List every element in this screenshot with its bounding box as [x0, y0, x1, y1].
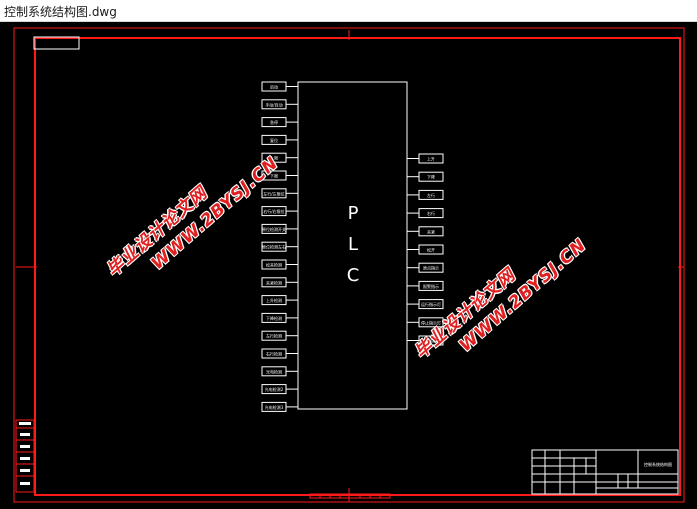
plc-input-13: 上升检测	[261, 295, 298, 306]
plc-input-3: 急停	[261, 117, 298, 128]
title-block: 控制系统结构图	[531, 449, 679, 495]
revision-column	[15, 419, 35, 493]
plc-input-16: 右行检测	[261, 348, 298, 359]
plc-input-label: 上升检测	[266, 297, 282, 303]
plc-input-label: 手动/自动	[265, 101, 282, 107]
plc-input-label: 启动	[270, 84, 278, 90]
drawing-canvas[interactable]: P L C 启动手动/自动急停复位上限下限左行/左限位右行/右限位原位检测开关原…	[0, 22, 697, 509]
window-title: 控制系统结构图.dwg	[4, 5, 117, 19]
plc-input-label: 下限	[270, 173, 278, 179]
plc-input-label: 下降检测	[266, 315, 282, 321]
plc-input-label: 光电检测2	[265, 386, 284, 392]
plc-output-label: 电源指示	[423, 338, 439, 344]
plc-block	[297, 81, 408, 410]
plc-input-11: 松夹检测	[261, 259, 298, 270]
plc-input-5: 上限	[261, 152, 298, 163]
plc-input-9: 原位检测开关	[261, 223, 298, 234]
drawing-number-box	[33, 36, 80, 50]
plc-input-label: 右行/右限位	[263, 208, 284, 214]
plc-output-label: 夹紧	[427, 228, 435, 234]
title-block-name: 控制系统结构图	[644, 461, 672, 467]
plc-output-7: 原点指示	[407, 262, 444, 273]
plc-output-3: 左行	[407, 189, 444, 200]
plc-input-7: 左行/左限位	[261, 188, 298, 199]
plc-output-2: 下降	[407, 171, 444, 182]
plc-output-1: 上升	[407, 153, 444, 164]
plc-input-label: 复位	[270, 137, 278, 143]
plc-input-label: 光电检测	[266, 368, 282, 374]
plc-output-label: 运行指示灯	[421, 301, 441, 307]
plc-output-label: 松开	[427, 247, 435, 253]
plc-input-10: 原位检测左右	[261, 241, 298, 252]
plc-output-5: 夹紧	[407, 226, 444, 237]
plc-output-label: 报警指示	[423, 283, 439, 289]
plc-input-label: 松夹检测	[266, 262, 282, 268]
plc-output-label: 停止指示灯	[421, 319, 441, 325]
plc-output-label: 原点指示	[423, 265, 439, 271]
plc-output-10: 停止指示灯	[407, 317, 444, 328]
plc-input-19: 光电检测3	[261, 401, 298, 412]
plc-input-label: 上限	[270, 155, 278, 161]
plc-input-label: 左行检测	[266, 333, 282, 339]
cad-drawing: P L C 启动手动/自动急停复位上限下限左行/左限位右行/右限位原位检测开关原…	[13, 27, 685, 503]
plc-output-11: 电源指示	[407, 335, 444, 346]
plc-input-4: 复位	[261, 134, 298, 145]
plc-output-label: 上升	[427, 156, 435, 162]
plc-output-6: 松开	[407, 244, 444, 255]
plc-inputs: 启动手动/自动急停复位上限下限左行/左限位右行/右限位原位检测开关原位检测左右松…	[261, 81, 298, 412]
plc-output-4: 右行	[407, 208, 444, 219]
plc-input-18: 光电检测2	[261, 384, 298, 395]
window-titlebar: 控制系统结构图.dwg	[0, 0, 697, 22]
plc-input-15: 左行检测	[261, 330, 298, 341]
plc-output-label: 下降	[427, 174, 435, 180]
plc-input-8: 右行/右限位	[261, 206, 298, 217]
plc-output-9: 运行指示灯	[407, 299, 444, 310]
plc-letter-l: L	[348, 234, 358, 255]
plc-input-12: 夹紧检测	[261, 277, 298, 288]
plc-input-label: 原位检测左右	[262, 244, 286, 250]
plc-input-6: 下限	[261, 170, 298, 181]
plc-output-label: 左行	[427, 192, 435, 198]
plc-input-label: 急停	[270, 119, 278, 125]
plc-input-label: 夹紧检测	[266, 279, 282, 285]
plc-input-2: 手动/自动	[261, 99, 298, 110]
plc-output-8: 报警指示	[407, 280, 444, 291]
plc-input-14: 下降检测	[261, 312, 298, 323]
plc-input-label: 右行检测	[266, 351, 282, 357]
plc-input-1: 启动	[261, 81, 298, 92]
plc-input-17: 光电检测	[261, 366, 298, 377]
plc-input-label: 光电检测3	[265, 404, 284, 410]
plc-output-label: 右行	[427, 210, 435, 216]
plc-letter-p: P	[348, 203, 359, 224]
plc-input-label: 左行/左限位	[263, 190, 284, 196]
plc-letter-c: C	[347, 265, 360, 286]
plc-input-label: 原位检测开关	[262, 226, 286, 232]
bottom-scale-strip	[309, 493, 391, 499]
